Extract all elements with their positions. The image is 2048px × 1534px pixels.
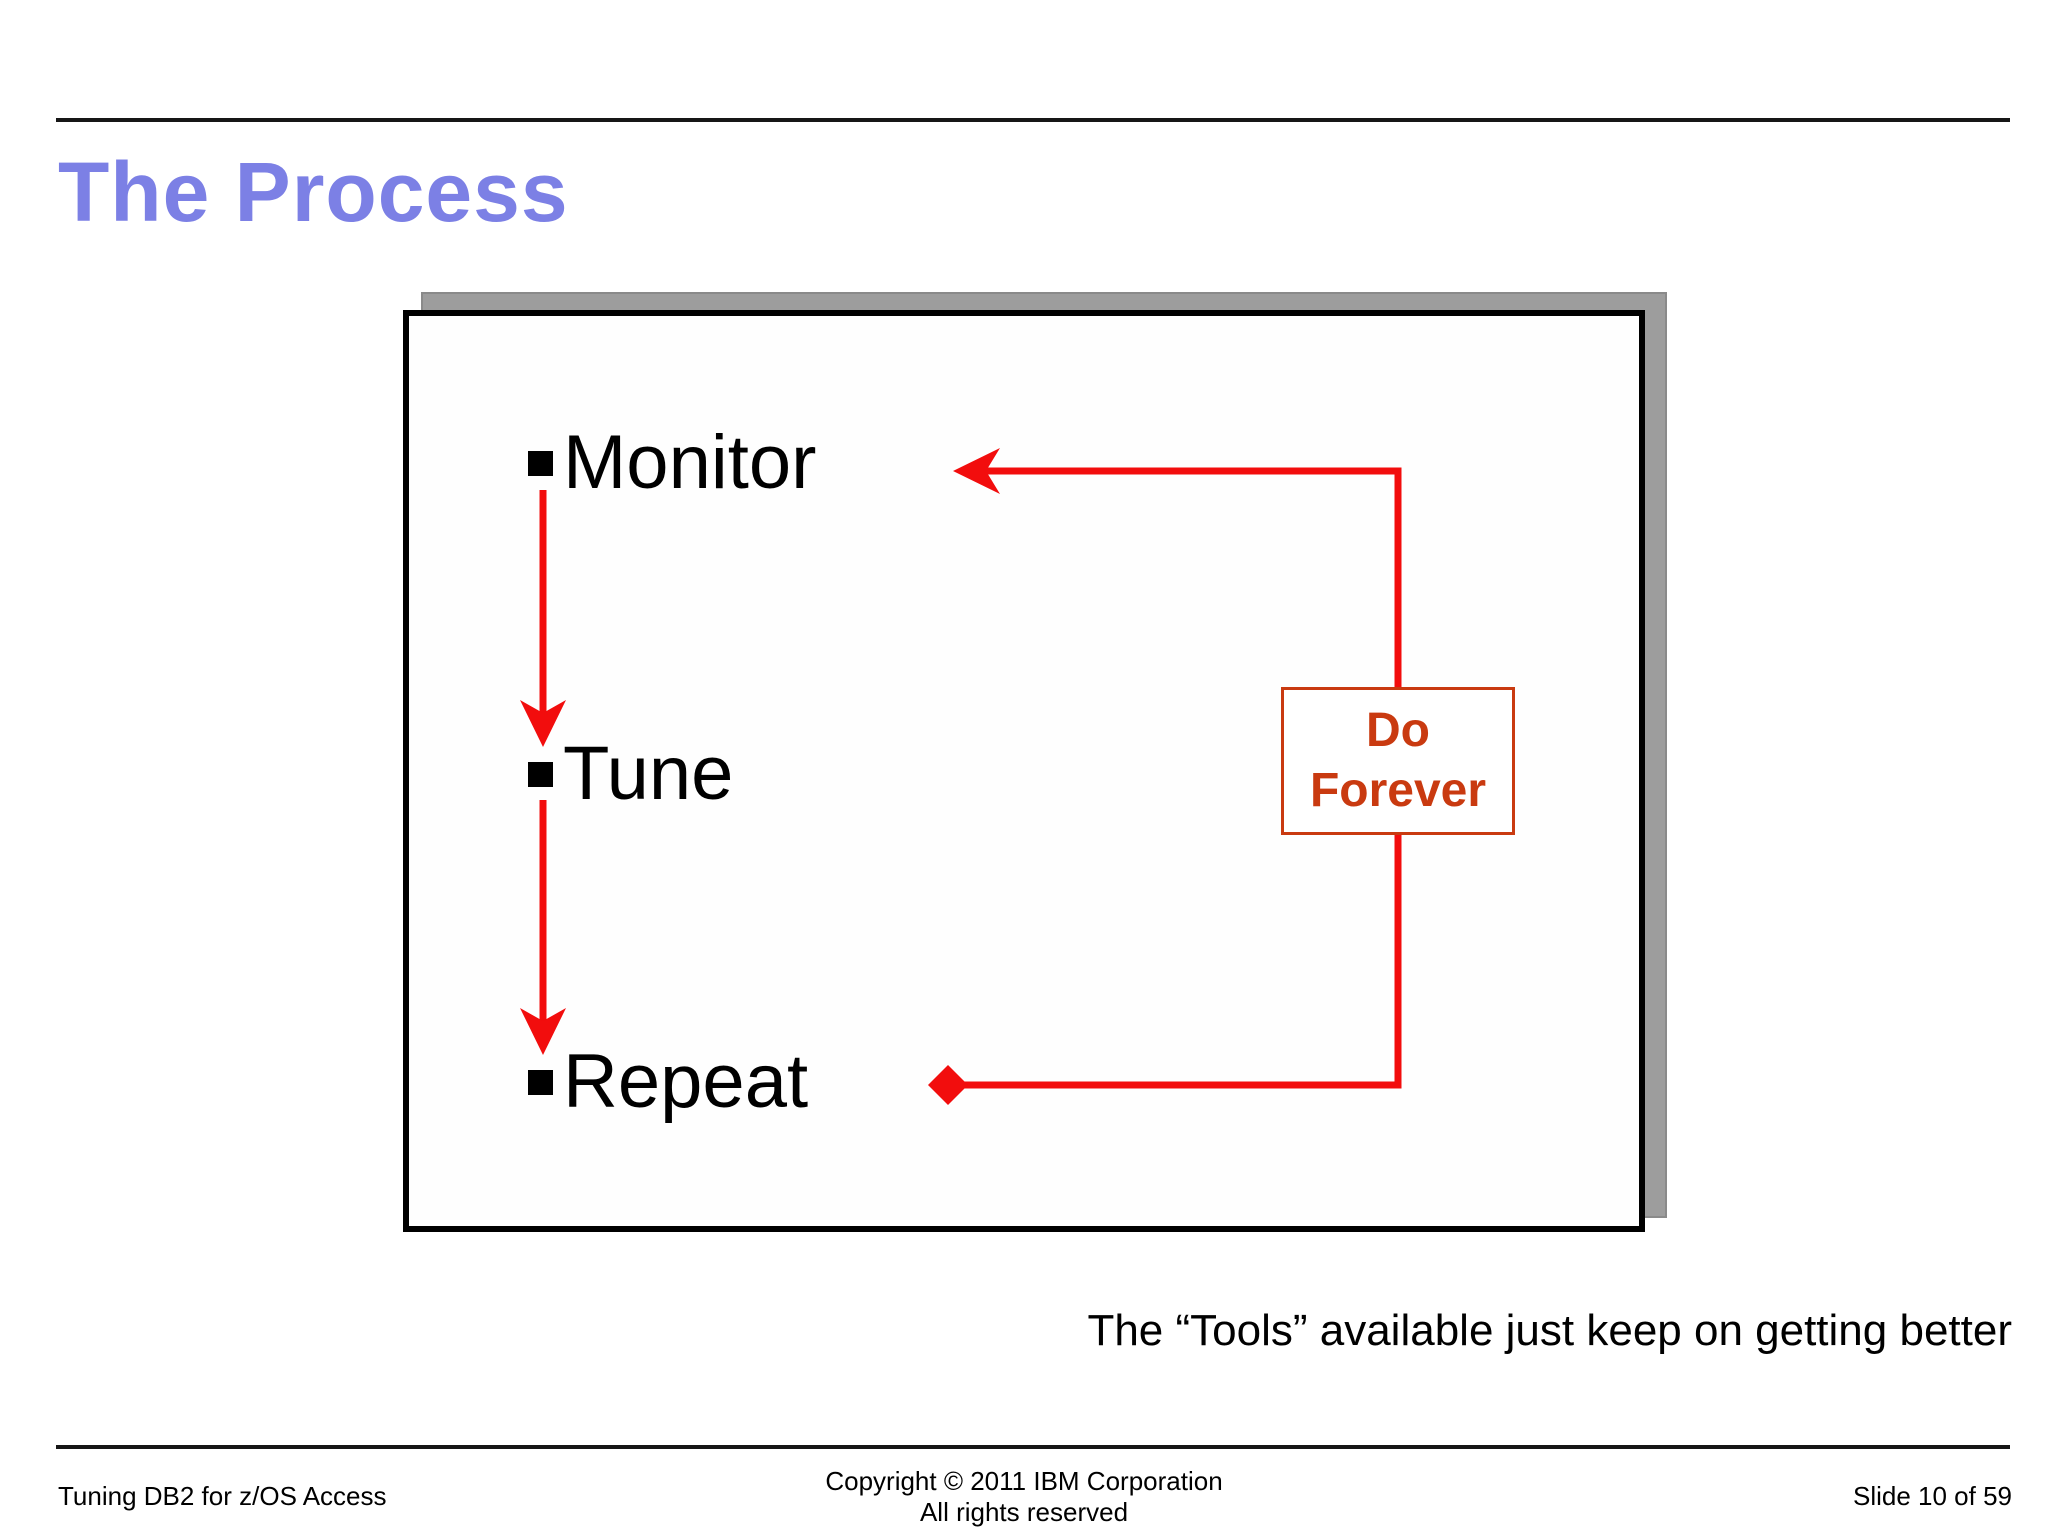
footer-rule-divider — [56, 1445, 2010, 1449]
slide-caption: The “Tools” available just keep on getti… — [1087, 1306, 2012, 1355]
top-rule-divider — [56, 118, 2010, 122]
do-forever-line1: Do — [1366, 704, 1430, 757]
process-step-repeat: Repeat — [528, 1042, 808, 1122]
footer-deck-title: Tuning DB2 for z/OS Access — [58, 1481, 387, 1511]
footer-copyright-line2: All rights reserved — [919, 1497, 1129, 1527]
process-step-label: Tune — [563, 731, 734, 816]
footer-slide-number: Slide 10 of 59 — [1852, 1481, 2012, 1511]
black-square-bullet-icon — [528, 761, 553, 787]
process-step-tune: Tune — [528, 734, 733, 814]
process-step-label: Monitor — [563, 420, 817, 505]
do-forever-line2: Forever — [1309, 764, 1487, 817]
slide-title: The Process — [58, 145, 569, 239]
footer-copyright: Copyright © 2011 IBM Corporation All rig… — [0, 1466, 2048, 1528]
process-step-label: Repeat — [563, 1039, 809, 1124]
black-square-bullet-icon — [528, 450, 553, 476]
footer-copyright-line1: Copyright © 2011 IBM Corporation — [825, 1466, 1223, 1496]
black-square-bullet-icon — [528, 1069, 553, 1095]
do-forever-loop-label-box: Do Forever — [1281, 687, 1515, 835]
process-step-monitor: Monitor — [528, 423, 816, 503]
